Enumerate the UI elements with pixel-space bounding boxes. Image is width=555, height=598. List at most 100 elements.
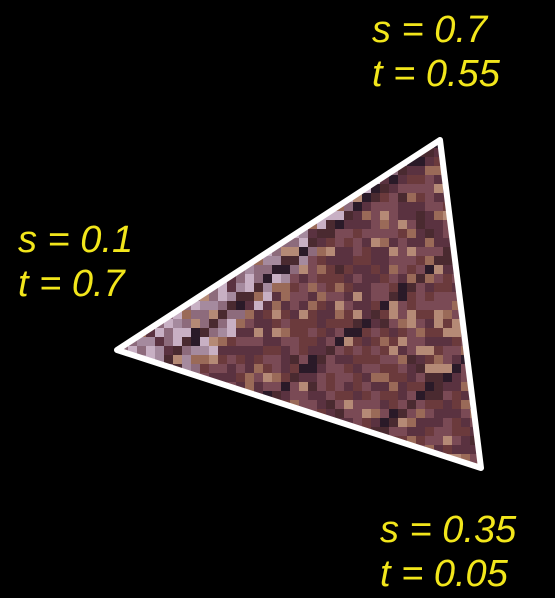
texture-pixel: [335, 382, 344, 391]
texture-pixel: [200, 382, 209, 391]
texture-pixel: [371, 418, 380, 427]
texture-pixel: [407, 184, 416, 193]
vertex-left-t: t = 0.7: [18, 263, 125, 305]
texture-pixel: [191, 472, 200, 481]
texture-pixel: [290, 373, 299, 382]
texture-pixel: [272, 418, 281, 427]
texture-pixel: [452, 427, 461, 436]
texture-pixel: [371, 148, 380, 157]
texture-pixel: [254, 130, 263, 139]
texture-pixel: [353, 274, 362, 283]
texture-pixel: [479, 202, 481, 211]
texture-pixel: [236, 418, 245, 427]
texture-pixel: [335, 247, 344, 256]
texture-pixel: [416, 265, 425, 274]
texture-pixel: [344, 409, 353, 418]
texture-pixel: [371, 211, 380, 220]
texture-pixel: [281, 391, 290, 400]
texture-pixel: [245, 373, 254, 382]
texture-pixel: [164, 202, 173, 211]
texture-pixel: [191, 130, 200, 139]
texture-pixel: [200, 130, 209, 139]
texture-pixel: [362, 364, 371, 373]
texture-pixel: [407, 382, 416, 391]
texture-pixel: [488, 220, 497, 229]
texture-pixel: [389, 130, 398, 139]
texture-pixel: [236, 382, 245, 391]
texture-pixel: [272, 211, 281, 220]
texture-pixel: [389, 355, 398, 364]
texture-pixel: [236, 130, 245, 139]
texture-pixel: [290, 391, 299, 400]
texture-pixel: [416, 418, 425, 427]
texture-pixel: [443, 319, 452, 328]
texture-pixel: [479, 427, 481, 436]
texture-pixel: [191, 256, 200, 265]
texture-pixel: [155, 355, 164, 364]
texture-pixel: [317, 256, 326, 265]
texture-pixel: [425, 427, 434, 436]
texture-pixel: [236, 409, 245, 418]
texture-pixel: [299, 283, 308, 292]
texture-pixel: [398, 140, 407, 148]
texture-pixel: [452, 436, 461, 445]
texture-pixel: [236, 400, 245, 409]
texture-pixel: [380, 256, 389, 265]
texture-pixel: [344, 175, 353, 184]
texture-pixel: [164, 140, 173, 148]
texture-pixel: [380, 310, 389, 319]
texture-pixel: [227, 211, 236, 220]
texture-pixel: [128, 391, 137, 400]
texture-pixel: [218, 166, 227, 175]
texture-pixel: [380, 247, 389, 256]
texture-pixel: [146, 202, 155, 211]
texture-pixel: [245, 328, 254, 337]
texture-pixel: [425, 211, 434, 220]
texture-pixel: [117, 184, 119, 193]
texture-pixel: [353, 256, 362, 265]
texture-pixel: [173, 202, 182, 211]
texture-pixel: [119, 373, 128, 382]
texture-pixel: [227, 328, 236, 337]
texture-pixel: [461, 427, 470, 436]
texture-pixel: [245, 184, 254, 193]
texture-pixel: [299, 373, 308, 382]
texture-pixel: [380, 364, 389, 373]
texture-pixel: [416, 175, 425, 184]
texture-pixel: [117, 436, 119, 445]
texture-pixel: [272, 463, 281, 468]
texture-pixel: [191, 427, 200, 436]
texture-pixel: [488, 130, 497, 139]
texture-pixel: [137, 337, 146, 346]
texture-pixel: [272, 148, 281, 157]
texture-pixel: [416, 193, 425, 202]
texture-pixel: [362, 256, 371, 265]
texture-pixel: [281, 382, 290, 391]
texture-pixel: [299, 436, 308, 445]
texture-pixel: [128, 364, 137, 373]
texture-pixel: [191, 301, 200, 310]
texture-pixel: [371, 202, 380, 211]
texture-pixel: [308, 337, 317, 346]
texture-pixel: [173, 148, 182, 157]
texture-pixel: [398, 301, 407, 310]
texture-pixel: [209, 337, 218, 346]
texture-pixel: [200, 274, 209, 283]
texture-pixel: [137, 193, 146, 202]
texture-pixel: [209, 175, 218, 184]
texture-pixel: [236, 373, 245, 382]
texture-pixel: [245, 364, 254, 373]
texture-pixel: [155, 211, 164, 220]
texture-pixel: [155, 229, 164, 238]
texture-pixel: [200, 391, 209, 400]
texture-pixel: [317, 445, 326, 454]
texture-pixel: [353, 391, 362, 400]
textured-triangle-outline: [114, 137, 484, 471]
texture-pixel: [488, 229, 497, 238]
texture-pixel: [443, 463, 452, 468]
texture-pixel: [245, 140, 254, 148]
texture-pixel: [452, 148, 461, 157]
texture-pixel: [209, 148, 218, 157]
texture-pixel: [308, 472, 317, 481]
texture-pixel: [173, 436, 182, 445]
